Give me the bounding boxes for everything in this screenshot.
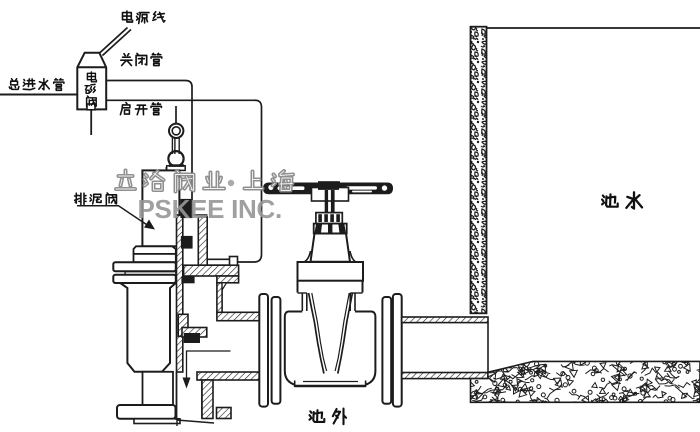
svg-text:PSKEE INC.: PSKEE INC. [138,194,282,224]
